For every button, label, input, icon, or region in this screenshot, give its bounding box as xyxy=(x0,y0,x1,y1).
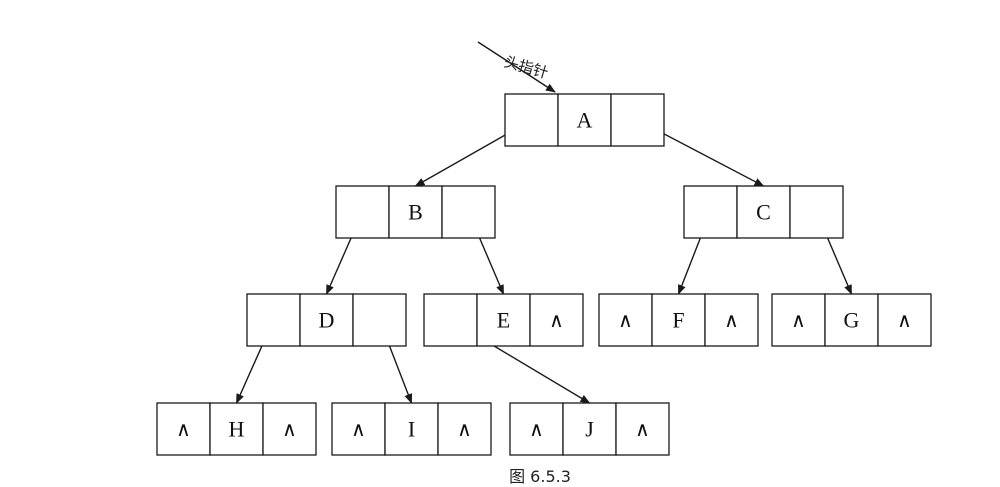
node-i-right-cell xyxy=(437,402,492,456)
tree-node-i: I ∧ ∧ xyxy=(331,402,492,456)
null-pointer-mark: ∧ xyxy=(618,308,633,332)
node-g-data-cell xyxy=(824,293,879,347)
node-label: J xyxy=(585,417,594,442)
null-pointer-mark: ∧ xyxy=(282,417,297,441)
null-pointer-mark: ∧ xyxy=(897,308,912,332)
node-a-right-cell xyxy=(610,93,665,147)
node-j-left-cell xyxy=(509,402,564,456)
node-e-left-cell xyxy=(423,293,478,347)
null-pointer-mark: ∧ xyxy=(549,308,564,332)
tree-node-g: G ∧ ∧ xyxy=(771,293,932,347)
node-f-left-cell xyxy=(598,293,653,347)
tree-node-d: D xyxy=(246,293,407,347)
null-pointer-mark: ∧ xyxy=(529,417,544,441)
null-pointer-mark: ∧ xyxy=(176,417,191,441)
node-label: C xyxy=(756,200,771,225)
null-pointer-mark: ∧ xyxy=(724,308,739,332)
node-c-right-cell xyxy=(789,185,844,239)
null-pointer-mark: ∧ xyxy=(635,417,650,441)
node-a-left-cell xyxy=(504,93,559,147)
node-c-data-cell xyxy=(736,185,791,239)
null-pointer-mark: ∧ xyxy=(457,417,472,441)
tree-node-h: H ∧ ∧ xyxy=(156,402,317,456)
node-label: I xyxy=(408,417,415,442)
node-b-right-cell xyxy=(441,185,496,239)
head-pointer: 头指针 xyxy=(477,41,556,93)
node-f-right-cell xyxy=(704,293,759,347)
tree-node-a: A xyxy=(504,93,665,147)
tree-node-b: B xyxy=(335,185,496,239)
node-f-data-cell xyxy=(651,293,706,347)
node-c-left-cell xyxy=(683,185,738,239)
node-h-left-cell xyxy=(156,402,211,456)
node-label: B xyxy=(408,200,423,225)
node-d-data-cell xyxy=(299,293,354,347)
node-i-left-cell xyxy=(331,402,386,456)
node-h-right-cell xyxy=(262,402,317,456)
node-b-left-cell xyxy=(335,185,390,239)
tree-node-c: C xyxy=(683,185,844,239)
node-d-left-cell xyxy=(246,293,301,347)
null-pointer-mark: ∧ xyxy=(791,308,806,332)
tree-node-e: E∧ xyxy=(423,293,584,347)
node-d-right-cell xyxy=(352,293,407,347)
node-g-right-cell xyxy=(877,293,932,347)
node-j-right-cell xyxy=(615,402,670,456)
head-pointer-arrow xyxy=(477,41,556,93)
figure-caption: 图 6.5.3 xyxy=(509,467,571,486)
node-label: G xyxy=(844,308,860,333)
node-b-data-cell xyxy=(388,185,443,239)
node-label: A xyxy=(577,108,593,133)
tree-node-j: J ∧ ∧ xyxy=(509,402,670,456)
node-i-data-cell xyxy=(384,402,439,456)
node-label: E xyxy=(497,308,510,333)
edges-layer xyxy=(235,119,853,404)
node-g-left-cell xyxy=(771,293,826,347)
node-label: D xyxy=(319,308,335,333)
null-pointer-mark: ∧ xyxy=(351,417,366,441)
node-e-data-cell xyxy=(476,293,531,347)
node-e-right-cell xyxy=(529,293,584,347)
head-pointer-label: 头指针 xyxy=(502,53,550,83)
tree-node-f: F ∧ ∧ xyxy=(598,293,759,347)
node-label: F xyxy=(672,308,684,333)
node-label: H xyxy=(229,417,245,442)
